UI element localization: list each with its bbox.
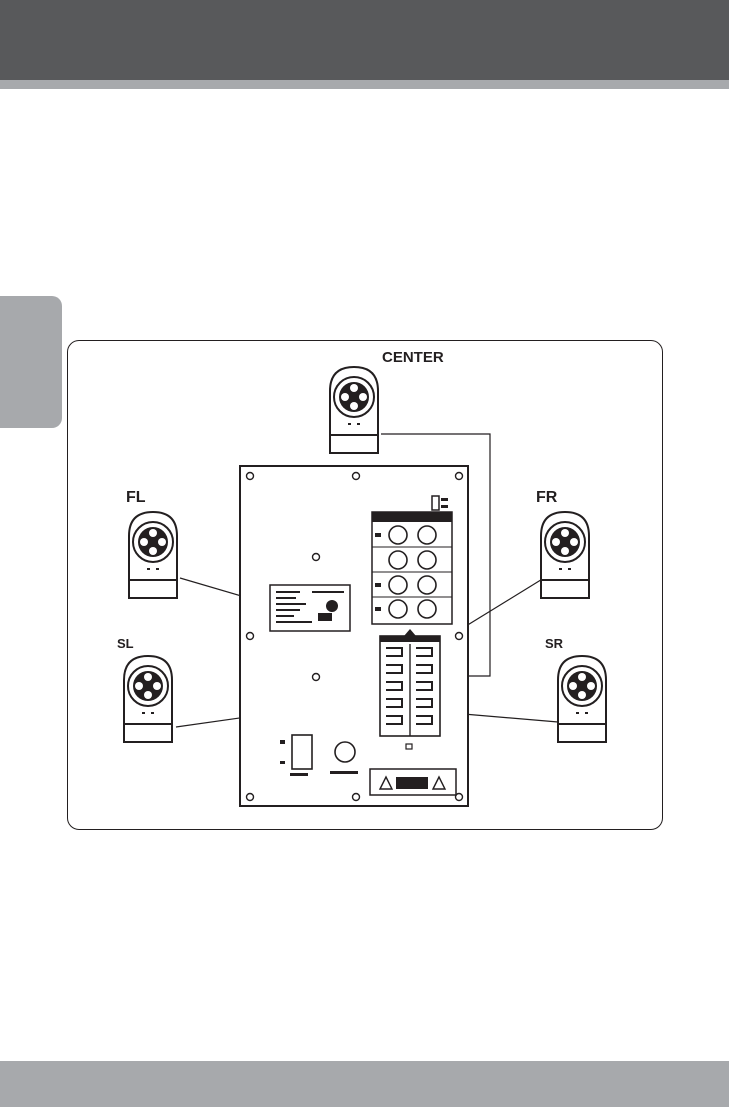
speaker-front-left bbox=[129, 512, 177, 598]
label-front-right: FR bbox=[536, 489, 558, 506]
label-surround-right: SR bbox=[545, 636, 564, 651]
label-front-left: FL bbox=[126, 489, 146, 506]
speaker-surround-left bbox=[124, 656, 172, 742]
speaker-front-right bbox=[541, 512, 589, 598]
subwoofer-rear-panel bbox=[240, 466, 468, 806]
speaker-surround-right bbox=[558, 656, 606, 742]
label-center: CENTER bbox=[382, 349, 444, 366]
speaker-center bbox=[330, 367, 378, 453]
label-surround-left: SL bbox=[117, 636, 134, 651]
